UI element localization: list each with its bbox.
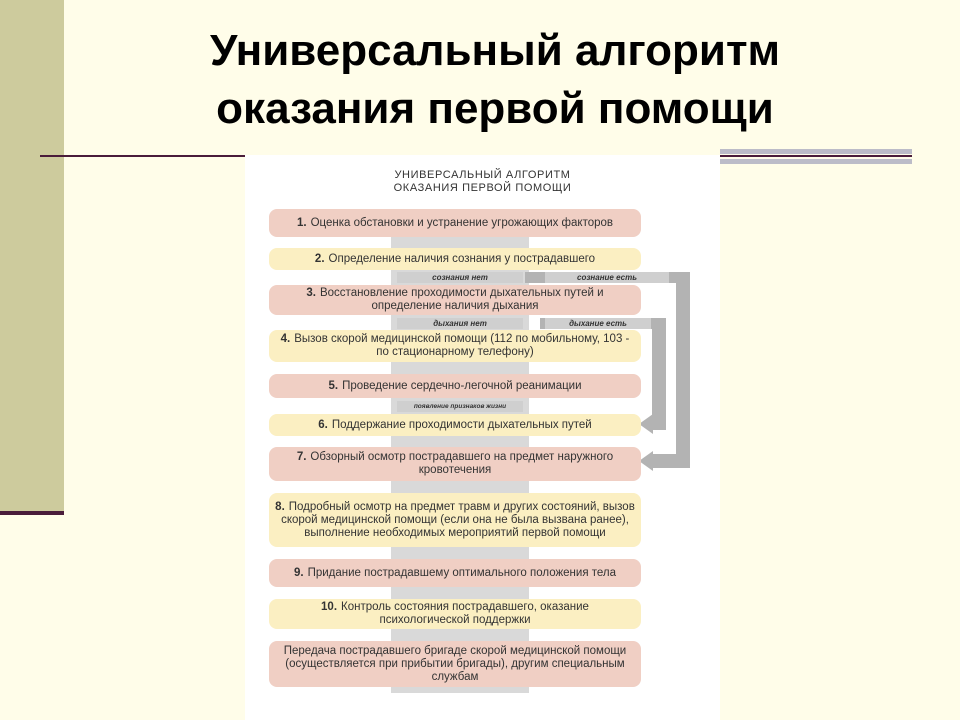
consciousness-branch-bottom (653, 454, 690, 468)
step-8: 8.Подробный осмотр на предмет травм и др… (269, 493, 641, 547)
algorithm-diagram: УНИВЕРСАЛЬНЫЙ АЛГОРИТМ ОКАЗАНИЯ ПЕРВОЙ П… (245, 155, 720, 720)
step-1-text: Оценка обстановки и устранение угрожающи… (310, 216, 614, 229)
step-6-number: 6. (318, 418, 328, 431)
step-2-label: 2.Определение наличия сознания у пострад… (315, 253, 595, 266)
step-6-label: 6.Поддержание проходимости дыхательных п… (318, 419, 591, 432)
step-7-text: Обзорный осмотр пострадавшего на предмет… (310, 451, 614, 476)
step-6: 6.Поддержание проходимости дыхательных п… (269, 414, 641, 436)
step-8-label: 8.Подробный осмотр на предмет травм и др… (275, 501, 635, 540)
decorative-side-rule (0, 511, 64, 515)
decorative-side-band (0, 0, 64, 514)
step-3-number: 3. (306, 287, 316, 299)
branch-label-no-consciousness: сознания нет (397, 272, 523, 283)
branch-label-no-breathing: дыхания нет (397, 318, 523, 329)
step-8-text: Подробный осмотр на предмет травм и друг… (281, 500, 635, 539)
step-2-text: Определение наличия сознания у пострадав… (328, 252, 596, 265)
step-5-number: 5. (328, 379, 339, 392)
step-9: 9.Придание пострадавшему оптимального по… (269, 559, 641, 587)
step-1-label: 1.Оценка обстановки и устранение угрожаю… (297, 217, 613, 230)
step-1: 1.Оценка обстановки и устранение угрожаю… (269, 209, 641, 237)
step-9-number: 9. (293, 566, 304, 579)
step-9-text: Придание пострадавшему оптимального поло… (307, 566, 617, 579)
step-5: 5.Проведение сердечно-легочной реанимаци… (269, 374, 641, 398)
step-10-text: Контроль состояния пострадавшего, оказан… (341, 601, 589, 626)
diagram-title: УНИВЕРСАЛЬНЫЙ АЛГОРИТМ ОКАЗАНИЯ ПЕРВОЙ П… (245, 169, 720, 195)
step-7-number: 7. (296, 451, 307, 463)
step-7: 7.Обзорный осмотр пострадавшего на предм… (269, 447, 641, 481)
step-10: 10.Контроль состояния пострадавшего, ока… (269, 599, 641, 629)
slide-title-line-2: оказания первой помощи (216, 84, 774, 133)
breathing-branch-vertical (652, 318, 666, 430)
step-5-label: 5.Проведение сердечно-легочной реанимаци… (328, 380, 581, 393)
consciousness-branch-arrow-icon (639, 451, 653, 471)
step-handover: Передача пострадавшего бригаде скорой ме… (269, 641, 641, 687)
step-3-label: 3.Восстановление проходимости дыхательны… (275, 287, 635, 313)
step-handover-text: Передача пострадавшего бригаде скорой ме… (283, 644, 627, 683)
step-9-label: 9.Придание пострадавшему оптимального по… (294, 567, 616, 580)
step-4-number: 4. (280, 333, 291, 345)
consciousness-branch-vertical (676, 272, 690, 468)
step-4-label: 4.Вызов скорой медицинской помощи (112 п… (275, 333, 635, 359)
step-5-text: Проведение сердечно-легочной реанимации (342, 379, 582, 392)
title-divider-accent-top (720, 149, 912, 154)
slide-title-line-1: Универсальный алгоритм (209, 26, 781, 75)
step-4-text: Вызов скорой медицинской помощи (112 по … (294, 333, 630, 358)
breathing-branch-bottom (653, 419, 666, 430)
step-6-text: Поддержание проходимости дыхательных пут… (331, 418, 592, 431)
step-handover-label: Передача пострадавшего бригаде скорой ме… (275, 645, 635, 684)
diagram-title-line-1: УНИВЕРСАЛЬНЫЙ АЛГОРИТМ (394, 169, 571, 181)
breathing-branch-arrow-icon (639, 414, 653, 434)
step-3: 3.Восстановление проходимости дыхательны… (269, 285, 641, 315)
step-10-number: 10. (321, 601, 338, 613)
branch-label-consciousness: сознание есть (545, 272, 669, 283)
diagram-title-line-2: ОКАЗАНИЯ ПЕРВОЙ ПОМОЩИ (393, 182, 572, 194)
branch-label-breathing: дыхание есть (545, 318, 651, 329)
step-7-label: 7.Обзорный осмотр пострадавшего на предм… (275, 451, 635, 477)
branch-label-signs-of-life: появление признаков жизни (397, 401, 523, 412)
step-1-number: 1. (296, 216, 307, 229)
step-2-number: 2. (314, 252, 325, 265)
step-2: 2.Определение наличия сознания у пострад… (269, 248, 641, 270)
step-4: 4.Вызов скорой медицинской помощи (112 п… (269, 330, 641, 362)
step-10-label: 10.Контроль состояния пострадавшего, ока… (275, 601, 635, 627)
step-8-number: 8. (275, 500, 285, 513)
slide-title: Универсальный алгоритм оказания первой п… (80, 22, 910, 138)
step-3-text: Восстановление проходимости дыхательных … (319, 287, 604, 312)
title-divider-accent-bottom (720, 159, 912, 164)
